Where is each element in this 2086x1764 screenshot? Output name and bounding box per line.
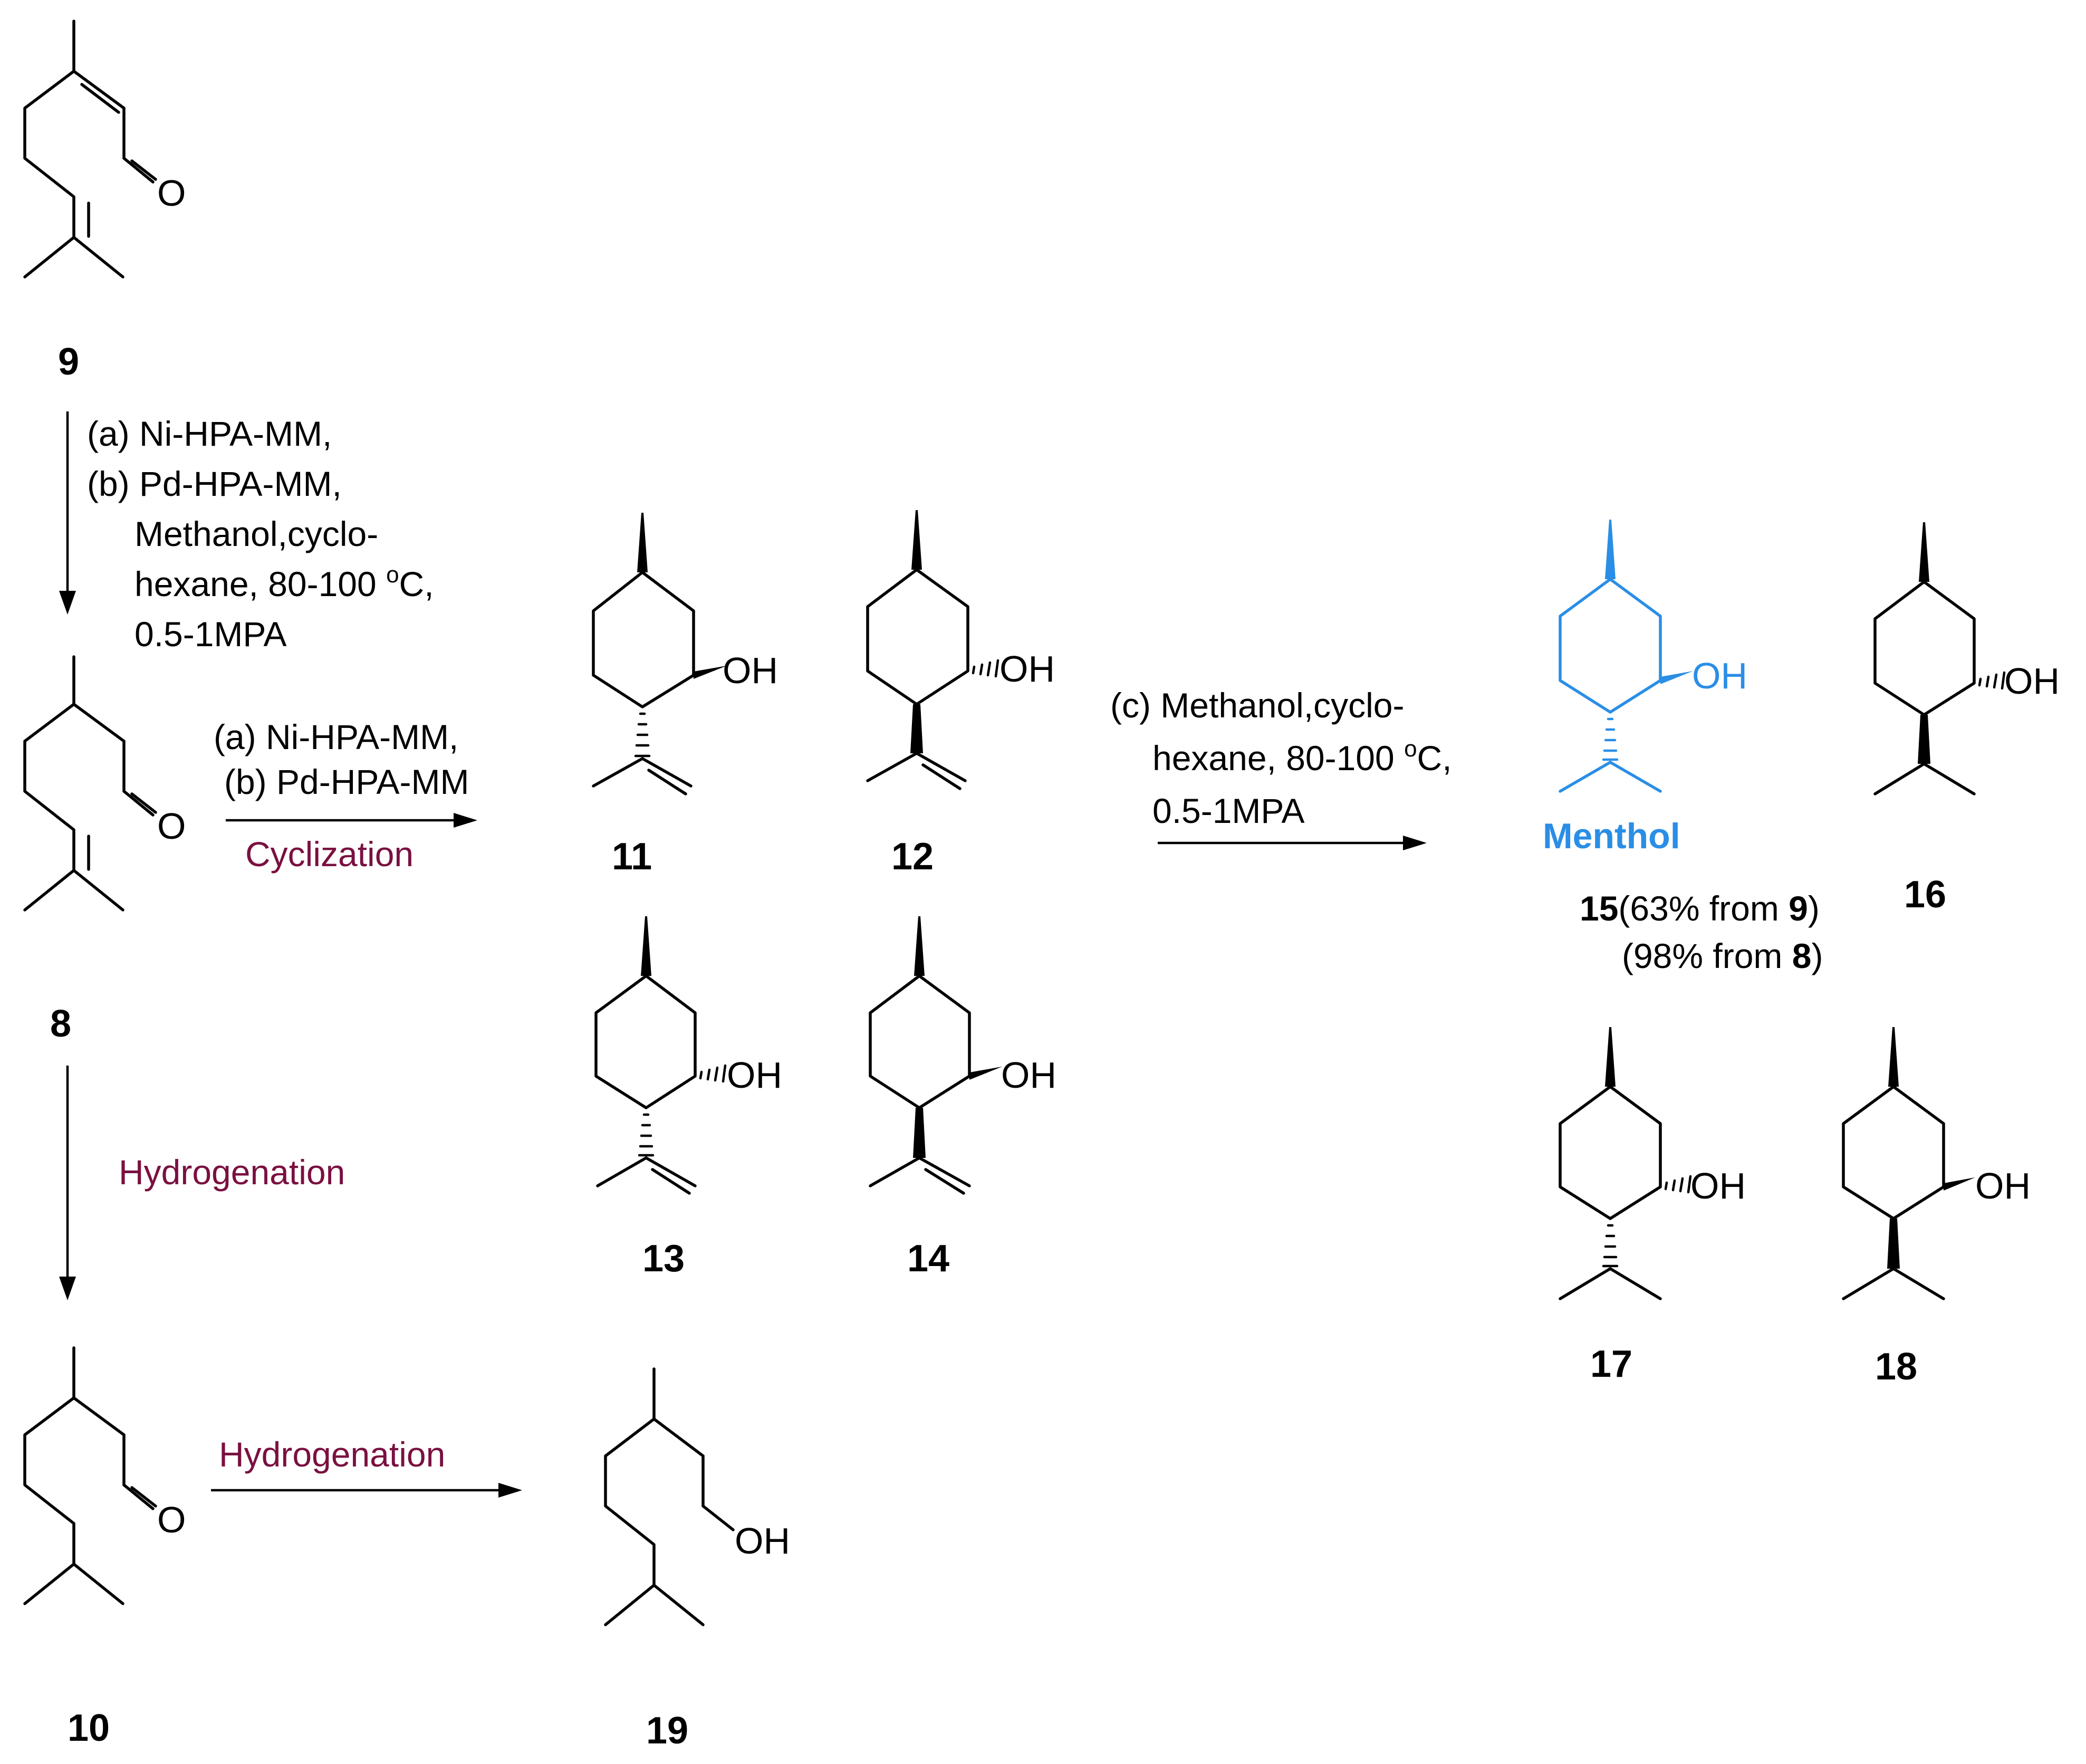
step2-condition-1: (a) Ni-HPA-MM, <box>214 717 458 756</box>
step1-condition-5: 0.5-1MPA <box>134 615 287 654</box>
hydroxyl-label: OH <box>999 648 1055 689</box>
step3-condition-3: 0.5-1MPA <box>1152 791 1305 830</box>
compound-label-16: 16 <box>1904 874 1946 916</box>
hydroxyl-label: OH <box>735 1520 790 1561</box>
arrow-10-to-19 <box>211 1483 522 1498</box>
hydroxyl-label: OH <box>1690 1165 1746 1206</box>
arrow-cyclization <box>226 813 477 828</box>
step3-condition-2: hexane, 80-100 oC, <box>1152 736 1452 778</box>
hydroxyl-label: OH <box>723 650 778 691</box>
compound-label-18: 18 <box>1875 1346 1917 1388</box>
oxygen-label: O <box>157 1499 186 1540</box>
compound-label-13: 13 <box>642 1238 685 1280</box>
structure-17: OH <box>1559 1027 1746 1300</box>
step1-condition-1: (a) Ni-HPA-MM, <box>87 414 332 453</box>
hydroxyl-label: OH <box>2004 660 2060 702</box>
structure-8: O <box>23 655 186 912</box>
hydroxyl-label: OH <box>727 1054 782 1096</box>
arrow-8-to-10 <box>59 1066 76 1300</box>
compound-label-10: 10 <box>68 1707 110 1749</box>
structure-12: OH <box>866 510 1055 790</box>
step1-condition-3: Methanol,cyclo- <box>134 514 378 553</box>
structure-18: OH <box>1842 1027 2031 1300</box>
structure-15-menthol: OH <box>1559 520 1747 793</box>
compound-label-8: 8 <box>50 1003 71 1045</box>
menthol-yield-1: 15(63% from 9) <box>1580 889 1820 928</box>
compound-label-11: 11 <box>612 836 652 878</box>
step1-condition-4: hexane, 80-100 oC, <box>134 562 434 603</box>
hydroxyl-label: OH <box>1975 1165 2031 1206</box>
structure-11: OH <box>592 513 778 795</box>
step1-condition-2: (b) Pd-HPA-MM, <box>87 464 342 503</box>
cyclization-label: Cyclization <box>245 835 414 874</box>
hydroxyl-label: OH <box>1001 1054 1056 1096</box>
hydroxyl-label: OH <box>1692 655 1747 696</box>
oxygen-label: O <box>157 172 186 214</box>
structure-16: OH <box>1873 522 2060 795</box>
oxygen-label: O <box>157 806 186 847</box>
structure-13: OH <box>594 916 782 1195</box>
compound-label-12: 12 <box>891 836 934 878</box>
step3-condition-1: (c) Methanol,cyclo- <box>1110 686 1405 725</box>
hydrogenation-label-horizontal: Hydrogenation <box>219 1435 445 1474</box>
menthol-name: Menthol <box>1543 816 1680 856</box>
structure-9: O <box>23 20 186 279</box>
structure-10: O <box>23 1346 186 1605</box>
compound-label-14: 14 <box>907 1238 949 1280</box>
menthol-yield-2: (98% from 8) <box>1622 936 1823 975</box>
arrow-9-to-8 <box>59 411 76 615</box>
hydrogenation-label-vertical: Hydrogenation <box>119 1153 345 1192</box>
structure-14: OH <box>869 916 1056 1195</box>
compound-label-19: 19 <box>646 1710 688 1752</box>
structure-19: OH <box>604 1367 790 1626</box>
compound-label-9: 9 <box>58 341 79 383</box>
step2-condition-2: (b) Pd-HPA-MM <box>224 762 469 801</box>
compound-label-17: 17 <box>1590 1343 1632 1385</box>
arrow-to-menthols <box>1158 836 1427 850</box>
